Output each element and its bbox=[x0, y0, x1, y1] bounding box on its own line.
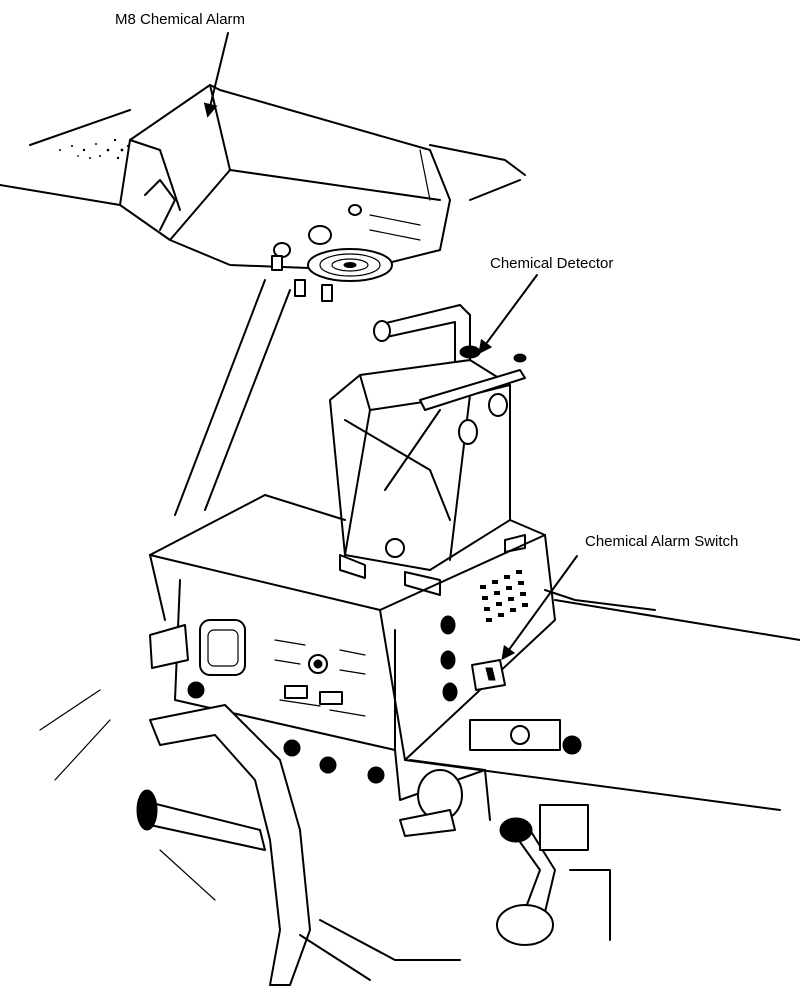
right-panel bbox=[404, 589, 800, 946]
roof-panel bbox=[0, 109, 526, 206]
steering-wheel bbox=[39, 624, 461, 986]
detector-leader bbox=[478, 274, 538, 355]
label-chemical-detector: Chemical Detector bbox=[490, 255, 613, 272]
alarm-switch-leader bbox=[501, 555, 578, 661]
label-chemical-alarm-switch: Chemical Alarm Switch bbox=[585, 533, 738, 550]
support-post bbox=[174, 279, 291, 516]
chemical-detector bbox=[329, 304, 527, 596]
m8-alarm-unit bbox=[119, 84, 451, 302]
control-console bbox=[149, 494, 556, 837]
m8-alarm-leader bbox=[203, 32, 229, 118]
label-m8-chemical-alarm: M8 Chemical Alarm bbox=[115, 11, 245, 28]
